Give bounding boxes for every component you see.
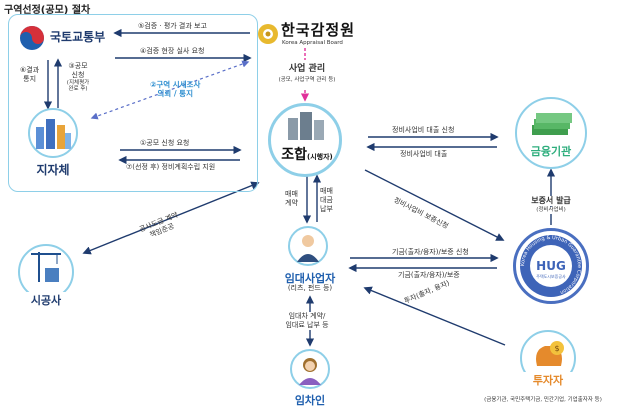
label-guarantee-issue: 보증서 발급: [516, 196, 586, 206]
arrow-investment: [363, 286, 506, 346]
label-management-sub: (공모, 사업구역 관리 등): [278, 77, 336, 83]
label-report: ⑤검증 · 평가 결과 보고: [138, 22, 207, 30]
label-pay-3: 납부: [320, 204, 333, 213]
label-inspection-request: ④검증 현장 실사 요청: [140, 47, 205, 55]
investor-label: 투자자: [520, 372, 576, 388]
label-result-notice-1: ⑥결과: [20, 66, 40, 74]
label-lease-1: 임대차 계약/: [288, 312, 326, 320]
selection-process-box: [8, 14, 258, 192]
crane-icon: [31, 252, 61, 282]
rental-circle: [288, 226, 328, 266]
appraisal-node: 한국감정원 Korea Appraisal Board: [257, 21, 377, 51]
union-name: 조합: [281, 147, 308, 163]
label-pay: 매매 대금 납부: [320, 187, 333, 213]
arrow-price-survey: [90, 60, 250, 120]
appraisal-logo-icon: [258, 24, 278, 44]
label-pay-1: 매매: [320, 187, 333, 195]
label-application-2: 신청: [71, 70, 85, 79]
label-pay-2: 대금: [320, 195, 333, 204]
label-application: ③공모 신청 (지체평가 완료 후): [60, 62, 96, 93]
label-price-survey: ②구역 시세조사 의뢰 / 통지: [150, 80, 200, 99]
label-guarantee-issue-sub: (정비사업비): [516, 207, 586, 214]
finance-circle: 금융기관: [515, 97, 587, 169]
hug-kor: 주택도시보증공사: [536, 273, 566, 279]
hug-logo-icon: Korea Housing & Urban Guarantee Corporat…: [520, 235, 582, 297]
arrow-guarantee-request: [364, 169, 505, 241]
label-fund: 기금(출자/융자)/보증: [398, 271, 460, 279]
label-lease: 임대차 계약/ 임대료 납부 등: [272, 312, 342, 330]
label-management: 사업 관리: [288, 64, 326, 74]
investor-sub: (금융기관, 국민주택기금, 민간기업, 기업출자자 등): [484, 397, 602, 403]
label-loan: 정비사업비 대출: [400, 150, 448, 158]
person-icon: [299, 358, 321, 385]
rental-label: 임대사업자: [284, 272, 336, 285]
union-circle: 조합(시행자): [268, 103, 342, 177]
label-sale-1: 매매: [285, 190, 298, 198]
apartment-icon: [288, 112, 324, 140]
label-loan-request: 정비사업비 대출 신청: [392, 126, 455, 134]
label-sale: 매매 계약: [285, 190, 298, 208]
label-sale-2: 계약: [285, 198, 298, 207]
label-plan-support: ⑦(선정 후) 정비계획수립 지원: [126, 163, 216, 171]
label-application-3: (지체평가: [66, 79, 90, 86]
ministry-label: 국토교통부: [50, 30, 106, 44]
local-gov-label: 지자체: [36, 163, 70, 177]
rental-sub: (리츠, 펀드 등): [287, 284, 333, 292]
businessman-icon: [297, 235, 319, 262]
label-result-notice: ⑥결과 통지: [20, 66, 39, 84]
builder-label: 시공사: [18, 292, 74, 308]
label-fund-request: 기금(출자/융자)/보증 신청: [392, 248, 469, 256]
tenant-label: 임차인: [294, 394, 326, 407]
ministry-node: 국토교통부: [18, 22, 118, 54]
label-application-1: ③공모: [68, 62, 88, 70]
appraisal-sub: Korea Appraisal Board: [282, 40, 343, 46]
hug-circle: Korea Housing & Urban Guarantee Corporat…: [513, 228, 589, 304]
label-price-survey-1: ②구역 시세조사: [150, 80, 201, 89]
local-gov-circle: [28, 108, 78, 158]
city-buildings-icon: [36, 119, 71, 149]
tenant-circle: [290, 349, 330, 389]
label-result-notice-2: 통지: [23, 74, 37, 83]
money-bag-icon: $: [536, 341, 564, 366]
page-title: 구역선정(공모) 절차: [4, 5, 91, 16]
union-sub: (시행자): [307, 153, 333, 161]
label-apply-request: ①공모 신청 요청: [140, 139, 190, 147]
appraisal-label: 한국감정원: [281, 21, 356, 39]
taegeuk-logo-icon: [20, 26, 44, 50]
union-label: 조합(시행자): [277, 144, 337, 165]
arrow-construction-contract: [82, 181, 260, 255]
svg-text:$: $: [554, 344, 559, 353]
label-price-survey-2: 의뢰 / 통지: [157, 89, 193, 99]
label-application-4: 완료 후): [68, 86, 88, 93]
hug-label: HUG: [536, 259, 566, 273]
label-lease-2: 임대료 납부 등: [285, 320, 329, 329]
money-stack-icon: [532, 113, 572, 135]
finance-label: 금융기관: [530, 145, 572, 158]
